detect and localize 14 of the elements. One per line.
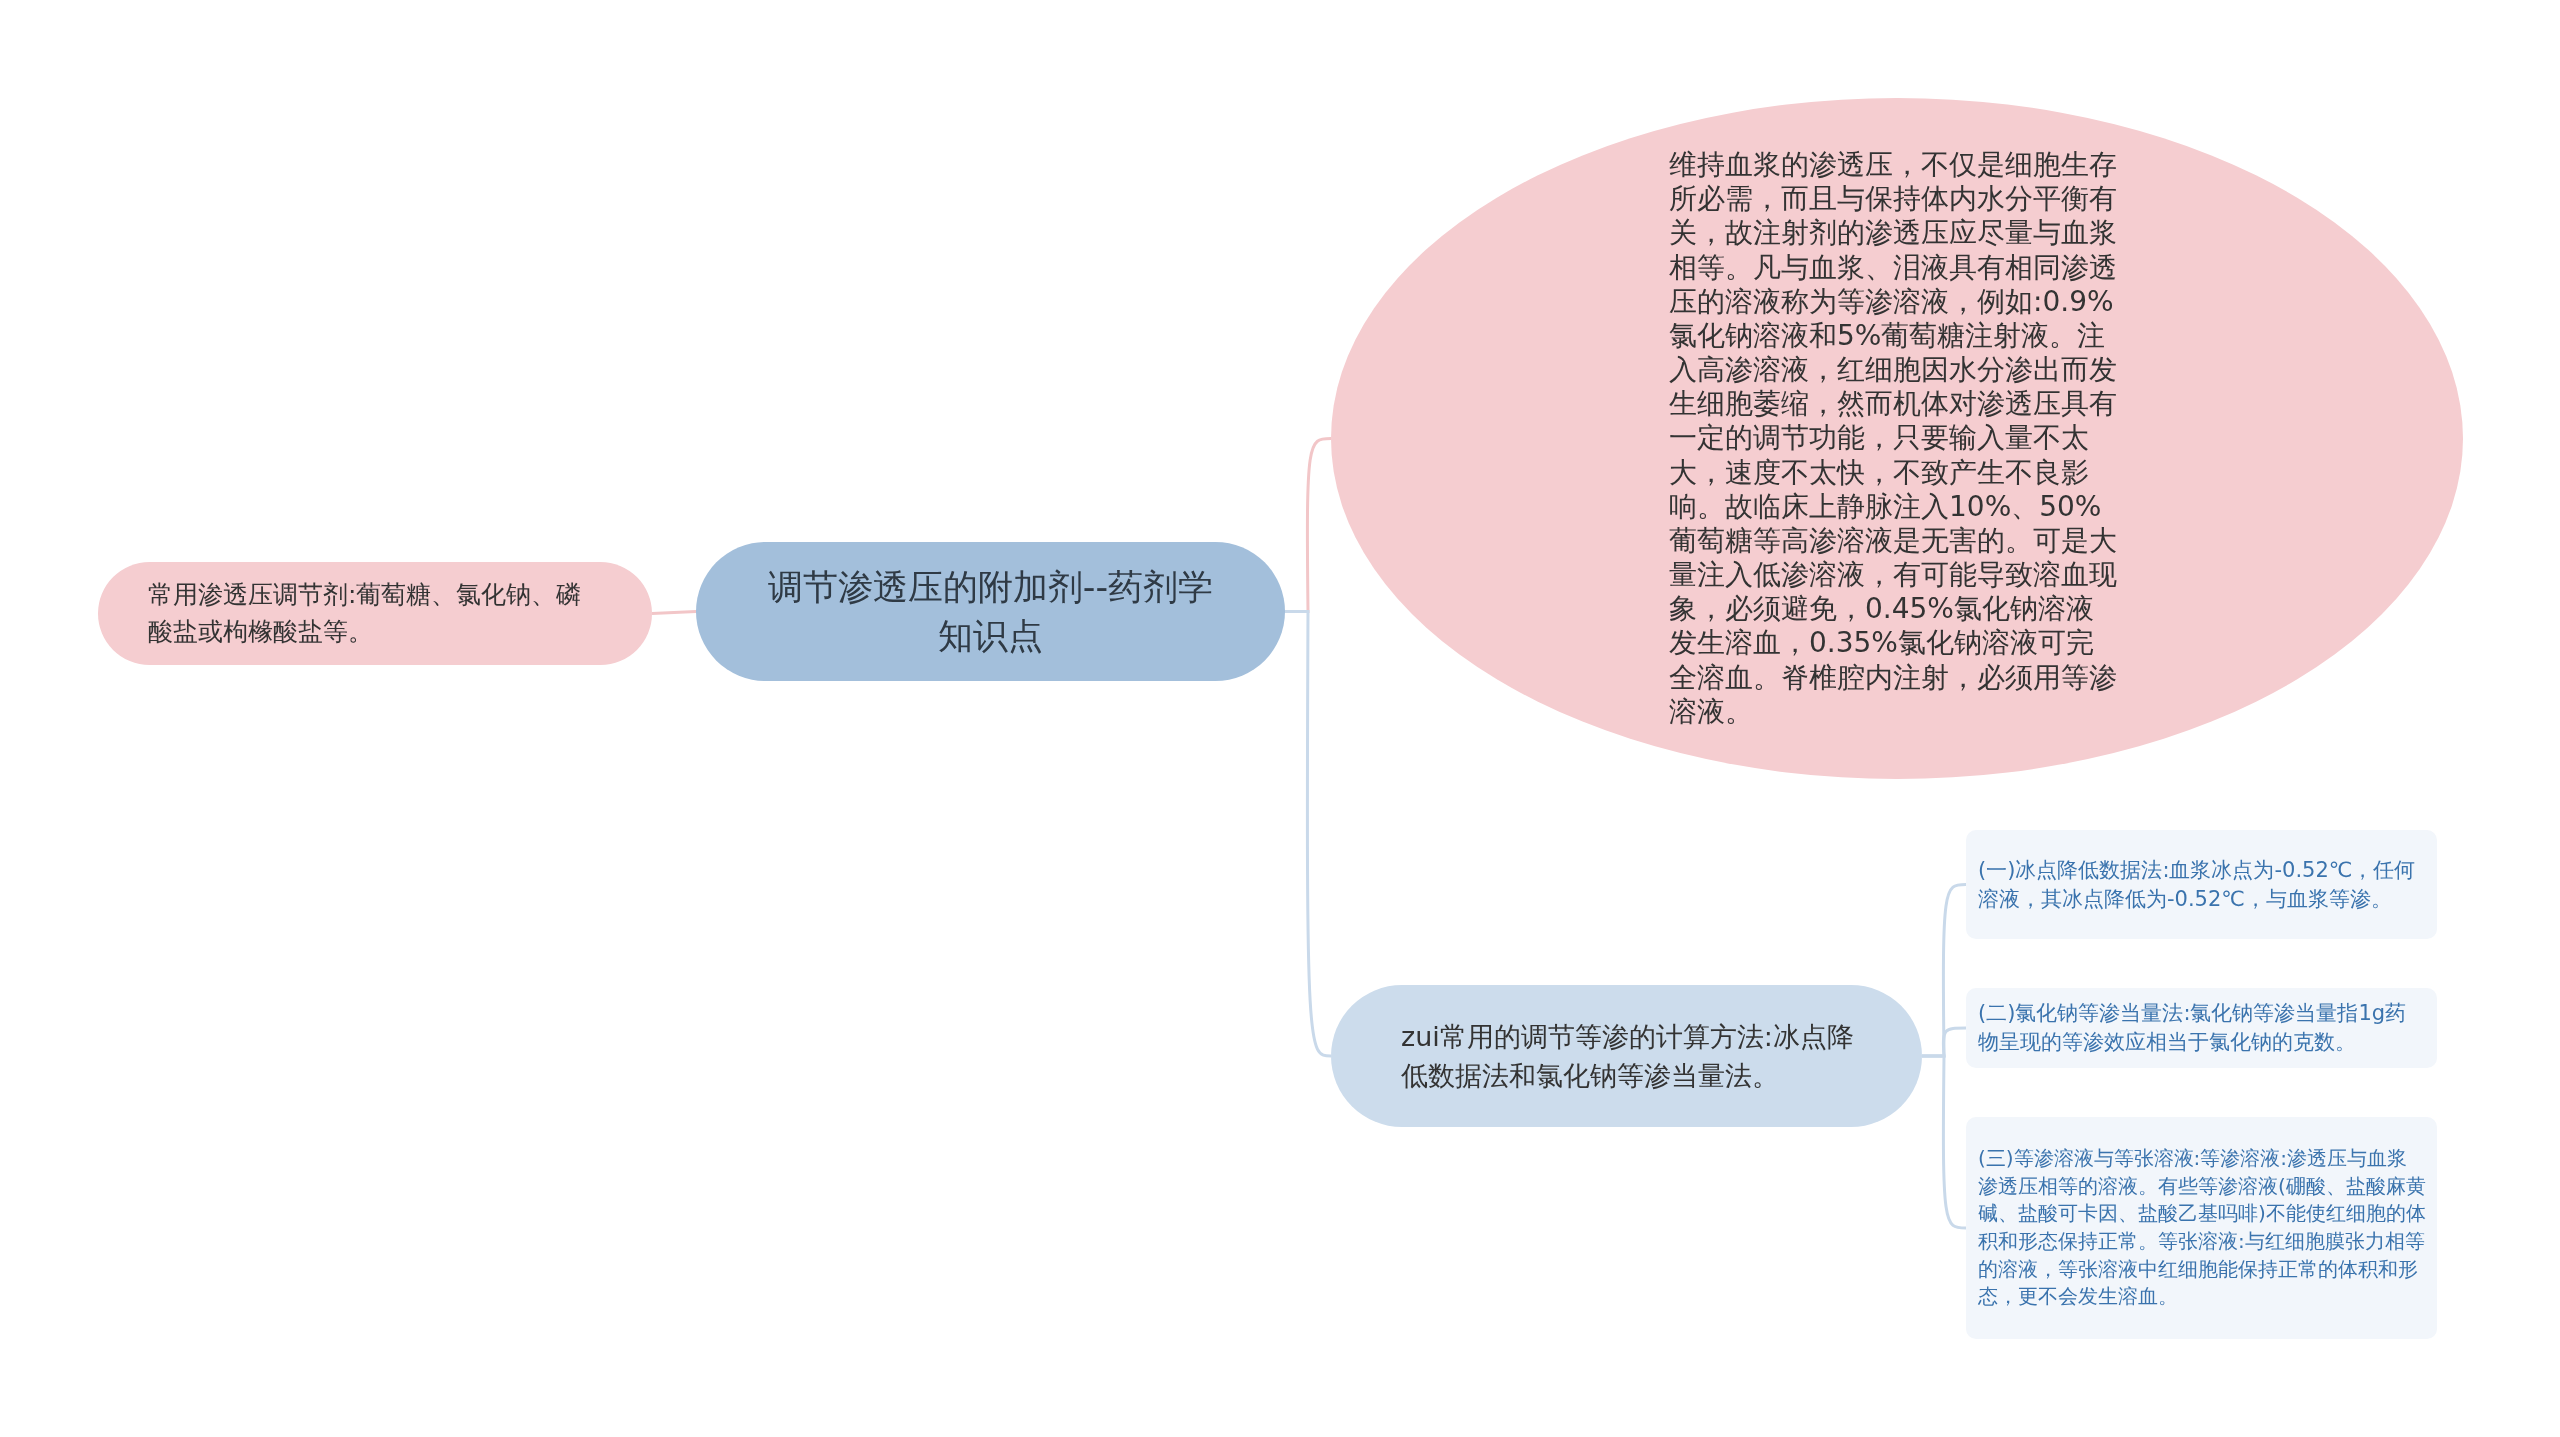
note-ellipse	[1331, 98, 2463, 779]
connector	[1285, 610, 1332, 1058]
node-text: (三)等渗溶液与等张溶液:等渗溶液:渗透压与血浆渗透压相等的溶液。有些等渗溶液(硼酸、盐酸麻黄碱、盐酸可卡因、盐酸乙基吗啡)不能使红细胞的体积和形态保持正常。等张溶液:与红细胞膜张力相等的溶液，等张溶液中红细胞能保持正常的体积和形态，更不会发生溶血。	[1978, 1145, 2427, 1311]
connector	[1922, 1054, 1967, 1230]
node-text: 调节渗透压的附加剂--药剂学知识点	[766, 565, 1215, 658]
note-card	[1966, 830, 2437, 939]
node-text: zui常用的调节等渗的计算方法:冰点降低数据法和氯化钠等渗当量法。	[1401, 1019, 1855, 1093]
node-text: 常用渗透压调节剂:葡萄糖、氯化钠、磷酸盐或枸橼酸盐等。	[148, 579, 583, 648]
node-text: (一)冰点降低数据法:血浆冰点为-0.52℃，任何溶液，其冰点降低为-0.52℃，与血浆等渗。	[1978, 856, 2417, 913]
node-text: (二)氯化钠等渗当量法:氯化钠等渗当量指1g药物呈现的等渗效应相当于氯化钠的克数。	[1978, 1000, 2408, 1056]
note-card	[1966, 988, 2437, 1068]
note-card	[1966, 1117, 2437, 1339]
node-text: 维持血浆的渗透压，不仅是细胞生存所必需，而且与保持体内水分平衡有关，故注射剂的渗透压应尽量与血浆相等。凡与血浆、泪液具有相同渗透压的溶液称为等渗溶液，例如:0.9%氯化钠溶液和5%葡萄糖注射液。注入高渗溶液，红细胞因水分渗出而发生细胞萎缩，然而机体对渗透压具有一定的调节功能，只要输入量不太大，速度不太快，不致产生不良影响。故临床上静脉注入10%、50%葡萄糖等高渗溶液是无害的。可是大量注入低渗溶液，有可能导致溶血现象，必须避免，0.45%氯化钠溶液发生溶血，0.35%氯化钠溶液可完全溶血。脊椎腔内注射，必须用等渗溶液。	[1669, 148, 2118, 729]
connector	[651, 610, 697, 615]
